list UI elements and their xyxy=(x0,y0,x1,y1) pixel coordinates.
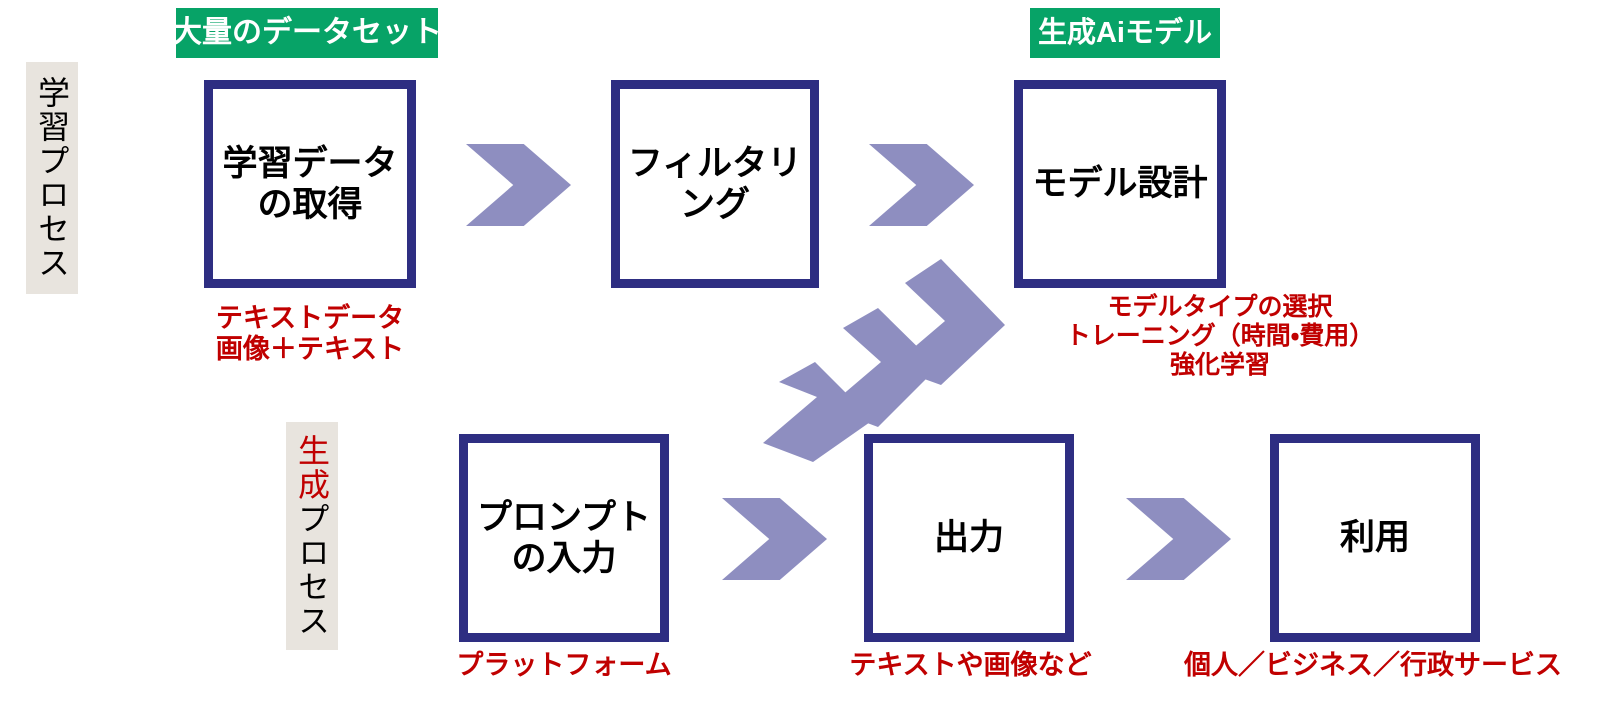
note-usage: 個人／ビジネス／行政サービス xyxy=(1184,650,1562,680)
side-label-generation-black: プロセス xyxy=(294,502,330,638)
arrow-acquire-to-filtering xyxy=(466,144,571,226)
side-label-training-process: 学習プロセス xyxy=(26,62,78,294)
badge-model-label: 生成Aiモデル xyxy=(1037,16,1212,49)
badge-model: 生成Aiモデル xyxy=(1030,8,1220,58)
diagonal-chevron-icon xyxy=(763,259,1005,462)
process-box-model-design[interactable]: モデル設計 xyxy=(1014,80,1226,288)
process-box-acquire-training-data[interactable]: 学習データ の取得 xyxy=(204,80,416,288)
note-acquire-training-data: テキストデータ 画像＋テキスト xyxy=(215,303,405,365)
side-label-training-text: 学習プロセス xyxy=(34,76,70,280)
note-output: テキストや画像など xyxy=(849,650,1092,680)
note-prompt-input: プラットフォーム xyxy=(456,650,672,680)
process-box-filtering[interactable]: フィルタリ ング xyxy=(611,80,819,288)
side-label-generation-red: 生成 xyxy=(294,434,330,502)
process-box-prompt-input[interactable]: プロンプト の入力 xyxy=(459,434,669,642)
arrow-model-design-to-prompt-input xyxy=(755,255,1005,465)
process-box-output[interactable]: 出力 xyxy=(864,434,1074,642)
process-box-label: 利用 xyxy=(1339,518,1410,558)
arrow-prompt-input-to-output xyxy=(722,498,827,580)
arrow-filtering-to-model-design xyxy=(869,144,974,226)
process-box-label: 学習データ の取得 xyxy=(222,143,398,224)
process-box-label: 出力 xyxy=(933,518,1004,558)
side-label-generation-process: 生成プロセス xyxy=(286,422,338,650)
arrow-output-to-usage xyxy=(1126,498,1231,580)
process-box-label: モデル設計 xyxy=(1032,164,1208,204)
process-box-label: プロンプト の入力 xyxy=(477,497,651,578)
process-box-label: フィルタリ ング xyxy=(627,143,803,224)
process-box-usage[interactable]: 利用 xyxy=(1270,434,1480,642)
badge-dataset-label: 大量のデータセット xyxy=(172,16,442,49)
badge-dataset: 大量のデータセット xyxy=(172,8,442,58)
note-model-design: モデルタイプの選択 トレーニング（時間・費用） 強化学習 xyxy=(1065,293,1375,379)
